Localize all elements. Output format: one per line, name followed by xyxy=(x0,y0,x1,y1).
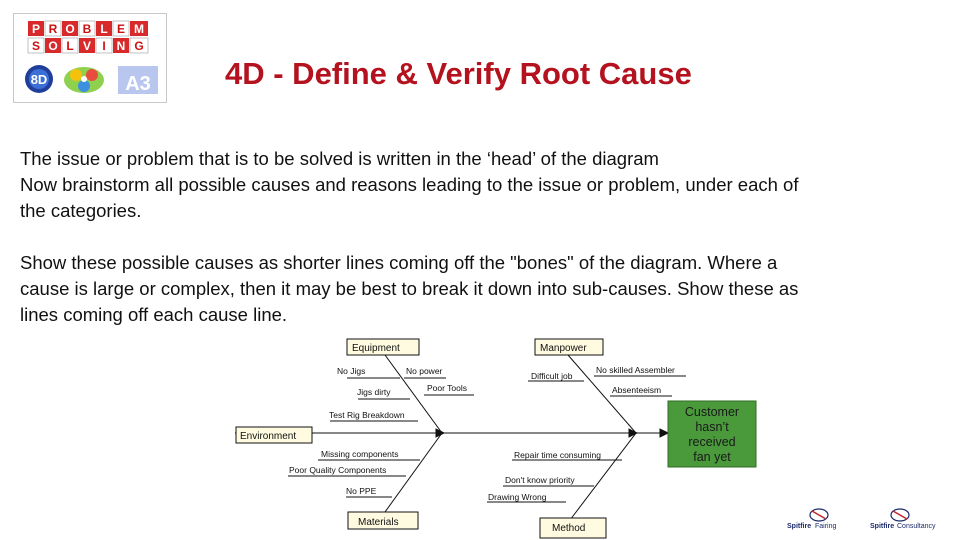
svg-text:Customer: Customer xyxy=(685,405,739,419)
paragraph-line: Now brainstorm all possible causes and r… xyxy=(20,174,799,195)
slide-title: 4D - Define & Verify Root Cause xyxy=(225,56,692,91)
problem-head-box: Customer hasn’t received fan yet xyxy=(667,400,757,468)
logo-cycle-icon xyxy=(64,67,104,93)
svg-text:Manpower: Manpower xyxy=(540,343,587,354)
logo-letter-tiles-top: P R O B L E M xyxy=(28,20,148,37)
category-equipment: Equipment xyxy=(346,338,420,356)
cause-test-rig: Test Rig Breakdown xyxy=(329,410,405,420)
svg-text:I: I xyxy=(102,39,105,53)
svg-text:Spitfire: Spitfire xyxy=(870,523,894,530)
category-environment: Environment xyxy=(235,426,313,444)
paragraph-line: Show these possible causes as shorter li… xyxy=(20,252,778,273)
svg-text:M: M xyxy=(134,22,144,36)
paragraph-line: lines coming off each cause line. xyxy=(20,304,288,325)
cause-drawing-wrong: Drawing Wrong xyxy=(488,492,547,502)
svg-text:L: L xyxy=(100,22,107,36)
paragraph-intro: The issue or problem that is to be solve… xyxy=(20,146,955,224)
svg-text:L: L xyxy=(66,39,73,53)
spitfire-fairing-logo: Spitfire Fairing xyxy=(785,508,865,530)
svg-text:Equipment: Equipment xyxy=(352,343,400,354)
svg-text:V: V xyxy=(83,39,91,53)
bone-arrowhead xyxy=(628,428,639,438)
category-materials: Materials xyxy=(347,511,419,530)
bone-manpower xyxy=(567,354,637,434)
svg-text:8D: 8D xyxy=(31,72,48,87)
svg-text:R: R xyxy=(49,22,58,36)
svg-text:E: E xyxy=(117,22,125,36)
logo-8d-badge: 8D xyxy=(25,65,53,93)
problem-solving-logo: P R O B L E M S O L V I N G 8D xyxy=(13,13,167,103)
svg-text:G: G xyxy=(134,39,143,53)
cause-no-ppe: No PPE xyxy=(346,486,377,496)
cause-no-power: No power xyxy=(406,366,443,376)
category-method: Method xyxy=(539,517,607,539)
spine-arrowhead xyxy=(659,428,670,438)
logo-a3-badge: A3 xyxy=(118,66,158,95)
svg-text:hasn’t: hasn’t xyxy=(695,420,729,434)
spitfire-consultancy-logo: Spitfire Consultancy xyxy=(870,508,958,530)
cause-no-skilled-assembler: No skilled Assembler xyxy=(596,365,675,375)
svg-text:Method: Method xyxy=(552,523,585,534)
cause-poor-tools: Poor Tools xyxy=(427,383,467,393)
cause-difficult-job: Difficult job xyxy=(531,371,573,381)
svg-text:O: O xyxy=(48,39,57,53)
paragraph-line: The issue or problem that is to be solve… xyxy=(20,148,659,169)
cause-repair-time: Repair time consuming xyxy=(514,450,601,460)
spitfire-fairing-mark: Spitfire Fairing xyxy=(787,508,837,530)
paragraph-line: cause is large or complex, then it may b… xyxy=(20,278,799,299)
svg-text:Environment: Environment xyxy=(240,431,296,442)
svg-text:O: O xyxy=(65,22,74,36)
svg-text:S: S xyxy=(32,39,40,53)
svg-text:Materials: Materials xyxy=(358,517,399,528)
category-manpower: Manpower xyxy=(534,338,604,356)
svg-text:received: received xyxy=(688,435,735,449)
svg-text:Fairing: Fairing xyxy=(815,523,837,530)
cause-no-jigs: No Jigs xyxy=(337,366,365,376)
svg-text:Consultancy: Consultancy xyxy=(897,523,936,530)
paragraph-line: the categories. xyxy=(20,200,142,221)
bone-equipment xyxy=(384,354,443,434)
cause-jigs-dirty: Jigs dirty xyxy=(357,387,391,397)
bone-method xyxy=(569,432,637,521)
cause-priority: Don't know priority xyxy=(505,475,575,485)
cause-poor-quality: Poor Quality Components xyxy=(289,465,386,475)
logo-letter-tiles-bottom: S O L V I N G xyxy=(27,37,149,54)
cause-absenteeism: Absenteeism xyxy=(612,385,661,395)
logo-graphic: P R O B L E M S O L V I N G 8D xyxy=(25,20,158,95)
svg-text:N: N xyxy=(117,39,126,53)
svg-text:fan yet: fan yet xyxy=(693,450,731,464)
svg-text:P: P xyxy=(32,22,40,36)
cause-missing-components: Missing components xyxy=(321,449,398,459)
svg-text:B: B xyxy=(83,22,92,36)
paragraph-instructions: Show these possible causes as shorter li… xyxy=(20,250,955,328)
svg-text:A3: A3 xyxy=(125,73,151,95)
bone-materials xyxy=(384,432,443,513)
spitfire-consultancy-mark: Spitfire Consultancy xyxy=(870,508,936,530)
svg-text:Spitfire: Spitfire xyxy=(787,523,811,530)
